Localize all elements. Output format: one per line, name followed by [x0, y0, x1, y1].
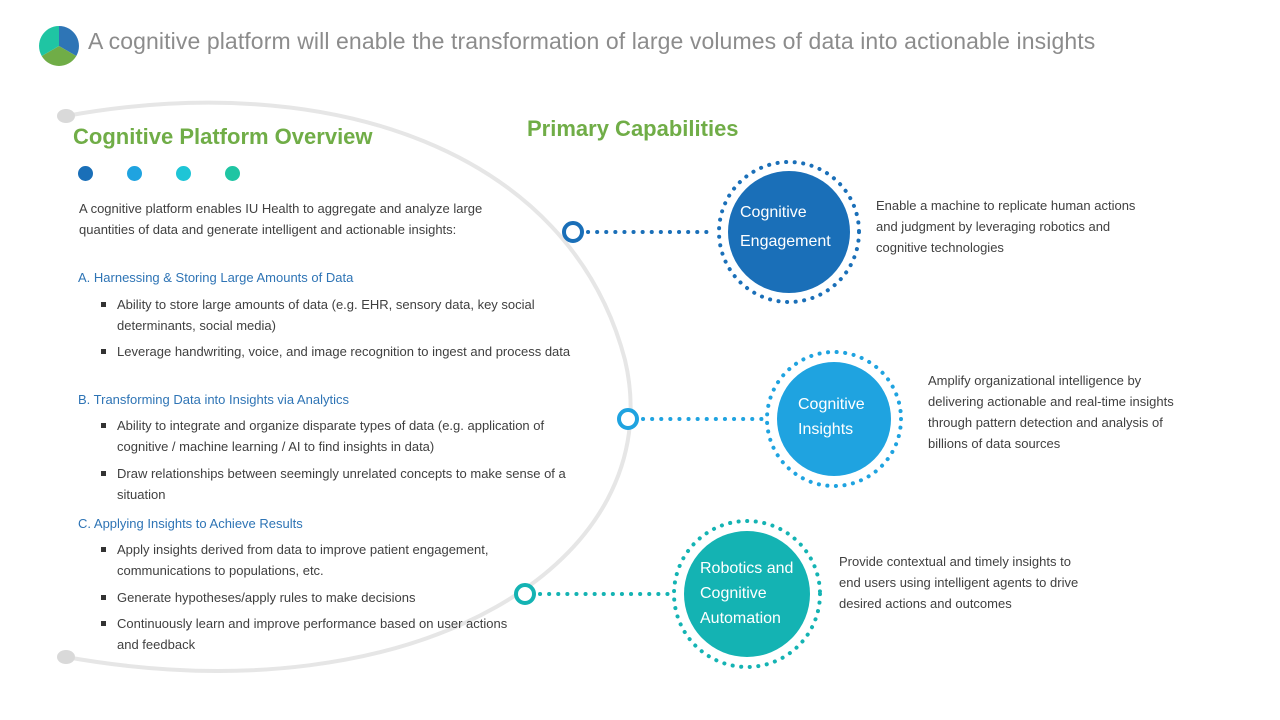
dotted-ring-3 — [672, 519, 822, 669]
capability-1-graphic — [562, 160, 861, 304]
section-heading-b: B. Transforming Data into Insights via A… — [78, 392, 349, 407]
capability-3-graphic — [514, 519, 822, 669]
tri-color-circle-logo-icon — [39, 26, 79, 66]
connector-node-2 — [617, 408, 639, 430]
capability-2-label-line-1: Cognitive — [798, 396, 865, 413]
capability-3-label-line-2: Cognitive — [700, 585, 767, 602]
connector-arc — [64, 100, 633, 673]
capability-2-description: Amplify organizational intelligence by d… — [928, 373, 1174, 451]
dotted-ring-1 — [717, 160, 861, 304]
capability-3-description: Provide contextual and timely insights t… — [839, 554, 1079, 611]
decorative-dot-3 — [176, 166, 191, 181]
bullet-item: Apply insights derived from data to impr… — [79, 539, 517, 581]
capability-1-label-line-2: Engagement — [740, 233, 831, 250]
bullet-item: Ability to integrate and organize dispar… — [79, 415, 593, 457]
decorative-dot-4 — [225, 166, 240, 181]
overview-heading: Cognitive Platform Overview — [73, 124, 373, 149]
connector-node-1 — [562, 221, 584, 243]
capability-3-label-line-3: Automation — [700, 610, 781, 627]
bullet-item: Leverage handwriting, voice, and image r… — [79, 341, 593, 362]
overview-intro: A cognitive platform enables IU Health t… — [79, 201, 483, 237]
capability-circle-3 — [684, 531, 810, 657]
capabilities-heading: Primary Capabilities — [527, 116, 739, 141]
capability-1-label: Cognitive Engagement — [740, 200, 850, 254]
capability-3-label-line-1: Robotics and — [700, 560, 794, 577]
capability-circle-2 — [777, 362, 891, 476]
bullet-item: Ability to store large amounts of data (… — [79, 294, 593, 336]
arc-end-cap-bottom — [57, 650, 75, 664]
capability-2-label-line-2: Insights — [798, 421, 854, 438]
bullet-item: Draw relationships between seemingly unr… — [79, 463, 593, 505]
capability-1-label-line-1: Cognitive — [740, 204, 807, 221]
slide-title: A cognitive platform will enable the tra… — [88, 28, 1096, 54]
section-heading-a: A. Harnessing & Storing Large Amounts of… — [78, 270, 354, 285]
section-heading-c: C. Applying Insights to Achieve Results — [78, 516, 303, 531]
connector-node-3 — [514, 583, 536, 605]
capability-1-description: Enable a machine to replicate human acti… — [876, 198, 1136, 255]
bullet-item: Continuously learn and improve performan… — [79, 613, 517, 655]
capability-2-label: Cognitive Insights — [798, 392, 898, 442]
dotted-ring-2 — [765, 350, 903, 488]
decorative-dot-1 — [78, 166, 93, 181]
capability-circle-1 — [728, 171, 850, 293]
bullet-item: Generate hypotheses/apply rules to make … — [79, 587, 517, 608]
capability-3-label: Robotics and Cognitive Automation — [700, 556, 810, 631]
arc-end-cap-top — [57, 109, 75, 123]
decorative-dot-2 — [127, 166, 142, 181]
capability-2-graphic — [617, 350, 903, 488]
